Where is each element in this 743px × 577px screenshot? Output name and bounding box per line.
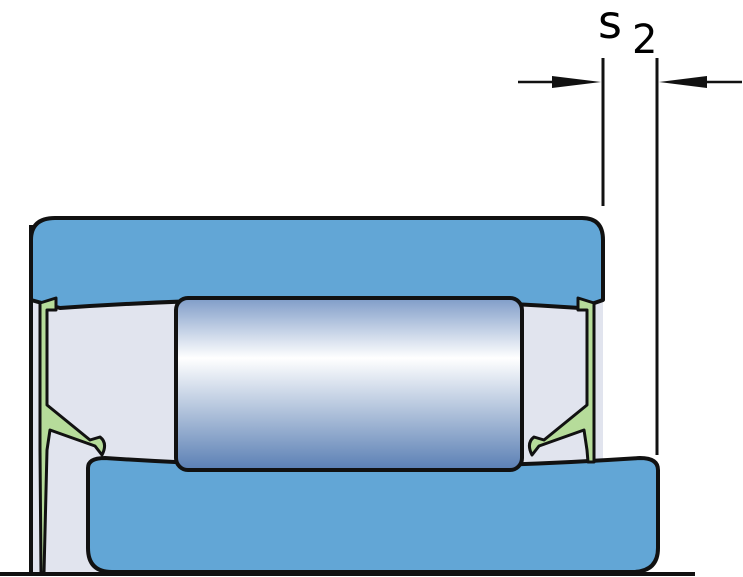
roller: [174, 296, 524, 472]
dimension-symbol: s: [598, 0, 622, 49]
dimension-subscript: 2: [632, 17, 657, 63]
outer-ring: [29, 216, 605, 310]
arrowhead-left-icon: [552, 76, 601, 88]
inner-ring: [86, 456, 660, 574]
dimension-s2: s 2: [518, 0, 742, 455]
right-seal: [527, 296, 596, 464]
left-seal: [38, 296, 107, 575]
arrowhead-right-icon: [659, 76, 707, 88]
